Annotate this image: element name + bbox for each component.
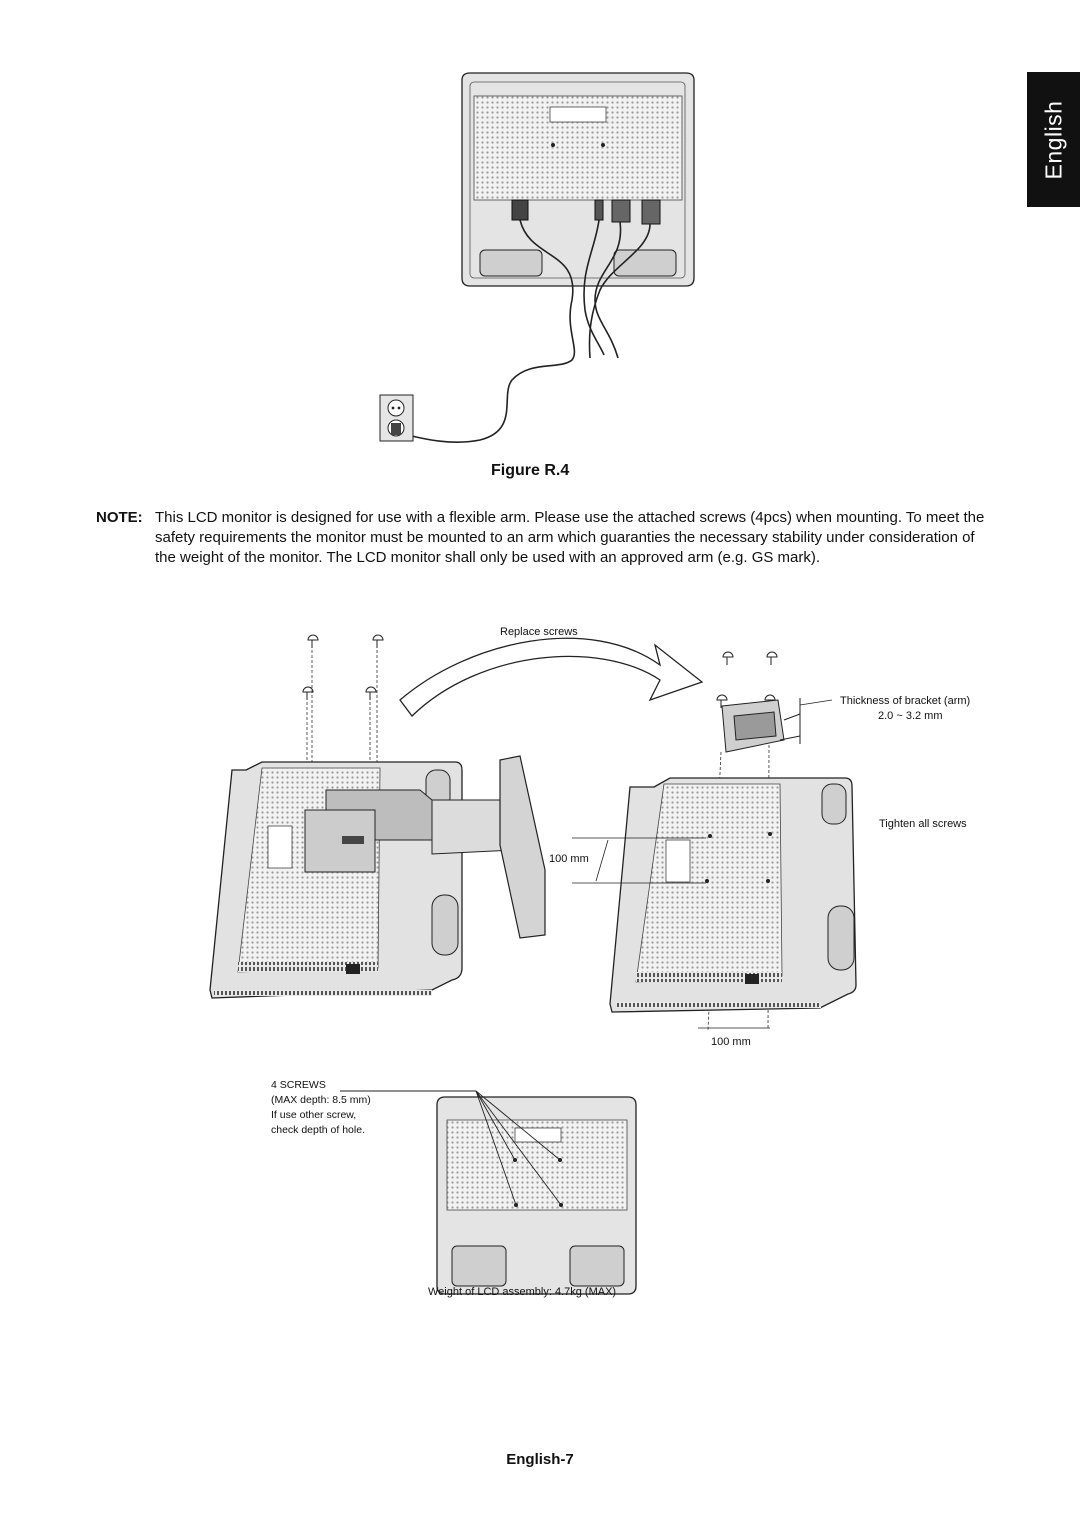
- label-replace-screws: Replace screws: [500, 626, 578, 638]
- figure-caption: Figure R.4: [491, 462, 570, 479]
- label-weight: Weight of LCD assembly: 4.7kg (MAX): [428, 1286, 617, 1298]
- label-thickness: Thickness of bracket (arm): [840, 695, 971, 707]
- page-footer: English-7: [506, 1451, 574, 1468]
- label-dimension-vertical: 100 mm: [549, 853, 589, 865]
- screw-hole-diagram: [340, 1090, 637, 1295]
- arm-mounting-diagram: [209, 634, 857, 1031]
- label-screws-title: 4 SCREWS: [271, 1079, 326, 1091]
- label-screws-other: If use other screw,: [271, 1109, 357, 1121]
- label-screws-depth: (MAX depth: 8.5 mm): [271, 1094, 371, 1106]
- language-side-tab-label: English: [1040, 100, 1066, 179]
- label-dimension-horizontal: 100 mm: [711, 1036, 751, 1048]
- label-thickness-value: 2.0 ~ 3.2 mm: [878, 710, 943, 722]
- label-tighten: Tighten all screws: [879, 818, 967, 830]
- monitor-rear-cabling-diagram: [379, 72, 695, 443]
- label-screws-check: check depth of hole.: [271, 1124, 365, 1136]
- note-text: This LCD monitor is designed for use wit…: [155, 509, 985, 566]
- language-side-tab: English: [1027, 72, 1080, 207]
- note-label: NOTE:: [96, 509, 143, 526]
